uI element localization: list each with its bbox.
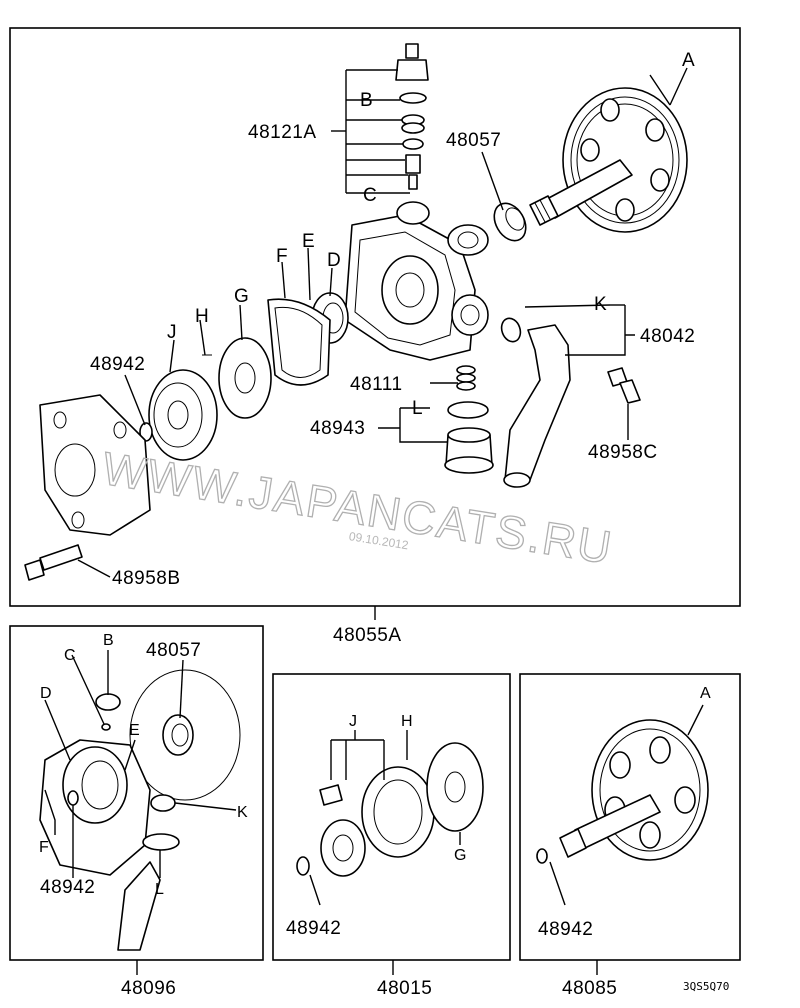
kit-48096-label-f: F (39, 839, 49, 856)
watermark-text: WWW.JAPANCATS.RU (99, 442, 617, 574)
kit-48085-frame (519, 673, 741, 961)
label-j: J (167, 322, 177, 343)
label-48111: 48111 (350, 374, 403, 395)
kit-48096-label-l: L (155, 881, 164, 898)
gasket-parts (218, 292, 349, 419)
cam-ring-part (148, 354, 218, 461)
label-k: K (594, 294, 607, 315)
kit-48085-number: 48085 (562, 978, 617, 999)
label-48958b: 48958B (112, 568, 181, 589)
kit-48015-label-h: H (401, 713, 413, 730)
kit-48096-number: 48096 (121, 978, 176, 999)
kit-48085-label-a: A (700, 685, 711, 702)
cover-part (39, 394, 151, 536)
label-48942: 48942 (90, 354, 145, 375)
label-48943: 48943 (310, 418, 365, 439)
label-a: A (682, 50, 695, 71)
kit-48015-label-j: J (349, 713, 357, 730)
label-48958c: 48958C (588, 442, 658, 463)
label-h: H (195, 306, 209, 327)
label-l: L (412, 398, 423, 419)
diagram-code: 3QS5Q70 (683, 980, 729, 993)
pipe-part (500, 317, 571, 488)
bolt-part (24, 544, 83, 581)
kit-48015-number: 48015 (377, 978, 432, 999)
label-c: C (363, 185, 377, 206)
label-e: E (302, 231, 315, 252)
label-f: F (276, 246, 288, 267)
label-d: D (327, 250, 341, 271)
fitting-parts (444, 365, 494, 474)
bearing-part (493, 202, 527, 242)
kit-48096-label-48942: 48942 (40, 877, 95, 898)
kit-48015-parts (296, 742, 484, 877)
label-48057: 48057 (446, 130, 501, 151)
kit-48096-label-48057: 48057 (146, 640, 201, 661)
kit-48096-body (39, 669, 241, 951)
bolt-c-part (607, 367, 641, 404)
pulley-part (529, 87, 688, 233)
kit-48085-leaders (549, 704, 704, 906)
kit-48085-parts (536, 719, 709, 864)
kit-48015-label-48942: 48942 (286, 918, 341, 939)
kit-48096-label-d: D (40, 685, 52, 702)
valve-part (395, 43, 429, 190)
o-ring-part (139, 422, 153, 442)
assembly-number: 48055A (333, 625, 402, 646)
kit-48096-label-k: K (237, 804, 248, 821)
label-g: G (234, 286, 249, 307)
kit-48096-label-c: C (64, 647, 76, 664)
label-b: B (360, 90, 373, 111)
kit-48096-label-e: E (129, 722, 140, 739)
kit-48096-label-b: B (103, 632, 114, 649)
leader-lines (77, 67, 688, 620)
kit-48015-label-g: G (454, 847, 466, 864)
label-48121a: 48121A (248, 122, 317, 143)
kit-48085-label-48942: 48942 (538, 919, 593, 940)
label-48042: 48042 (640, 326, 695, 347)
kit-48015-frame (272, 673, 511, 961)
kit-48096-leaders (44, 650, 237, 878)
pump-body-part (344, 201, 489, 361)
kit-48015-leaders (309, 730, 461, 906)
